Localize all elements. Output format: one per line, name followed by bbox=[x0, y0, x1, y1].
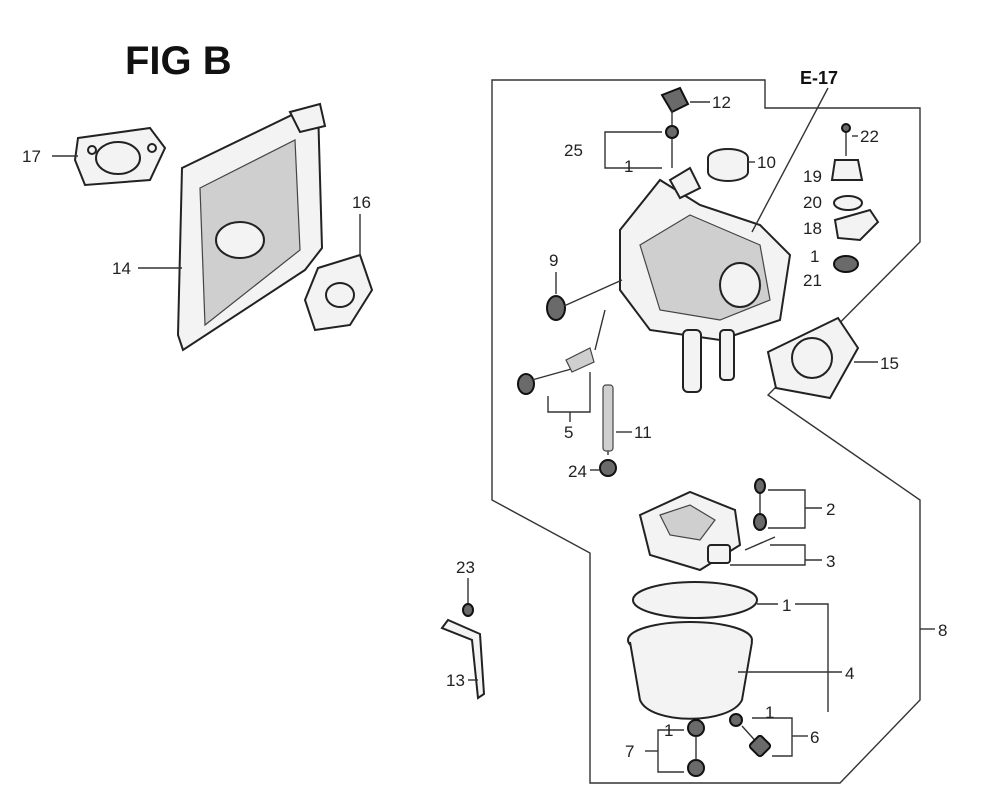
callout-23: 23 bbox=[456, 558, 475, 577]
throttle-stop-screw-9 bbox=[546, 279, 623, 321]
callout-5: 5 bbox=[564, 423, 573, 442]
callout-4: 4 bbox=[845, 664, 854, 683]
pilot-screw-5 bbox=[517, 309, 606, 395]
callout-9: 9 bbox=[549, 251, 558, 270]
figure-title: FIG B bbox=[125, 39, 232, 83]
cap-10 bbox=[707, 148, 749, 182]
callout-24: 24 bbox=[568, 462, 587, 481]
callout-20: 20 bbox=[803, 193, 822, 212]
main-jet-11 bbox=[599, 384, 617, 477]
callout-18: 18 bbox=[803, 219, 822, 238]
callout-13: 13 bbox=[446, 671, 465, 690]
float-valve-2 bbox=[753, 478, 767, 531]
drain-bolt-6 bbox=[729, 713, 772, 758]
drain-tube-13 bbox=[440, 618, 486, 700]
callout-12: 12 bbox=[712, 93, 731, 112]
assembly-outline bbox=[491, 79, 921, 784]
callout-7: 7 bbox=[625, 742, 634, 761]
callout-6: 6 bbox=[810, 728, 819, 747]
callout-11: 11 bbox=[634, 423, 652, 442]
gasket-17 bbox=[73, 126, 167, 187]
air-cleaner-plate-14 bbox=[176, 102, 327, 352]
callout-10: 10 bbox=[757, 153, 776, 172]
callout-1-top: 1 bbox=[624, 157, 633, 176]
insulator-gasket-15 bbox=[766, 316, 860, 400]
callout-16: 16 bbox=[352, 193, 371, 212]
choke-lever-12 bbox=[660, 86, 690, 168]
callout-22: 22 bbox=[860, 127, 879, 146]
callout-17: 17 bbox=[22, 147, 41, 166]
callout-1-right: 1 bbox=[810, 247, 819, 266]
callout-19: 19 bbox=[803, 167, 822, 186]
float-assembly bbox=[638, 490, 742, 572]
needle-parts-stack bbox=[830, 123, 880, 273]
callout-21: 21 bbox=[803, 271, 822, 290]
callout-25: 25 bbox=[564, 141, 583, 160]
callout-15: 15 bbox=[880, 354, 899, 373]
gasket-16 bbox=[303, 253, 374, 332]
callout-1-drain: 1 bbox=[765, 703, 774, 722]
callout-1-bolt: 1 bbox=[664, 721, 673, 740]
callout-1-bowl-ring: 1 bbox=[782, 596, 791, 615]
callout-3: 3 bbox=[826, 552, 835, 571]
reference-e17: E-17 bbox=[800, 68, 838, 88]
float-bowl-4 bbox=[627, 581, 758, 777]
callout-8: 8 bbox=[938, 621, 947, 640]
clip-23 bbox=[462, 578, 474, 617]
callout-14: 14 bbox=[112, 259, 131, 278]
carburetor-body bbox=[619, 166, 792, 393]
callout-2: 2 bbox=[826, 500, 835, 519]
